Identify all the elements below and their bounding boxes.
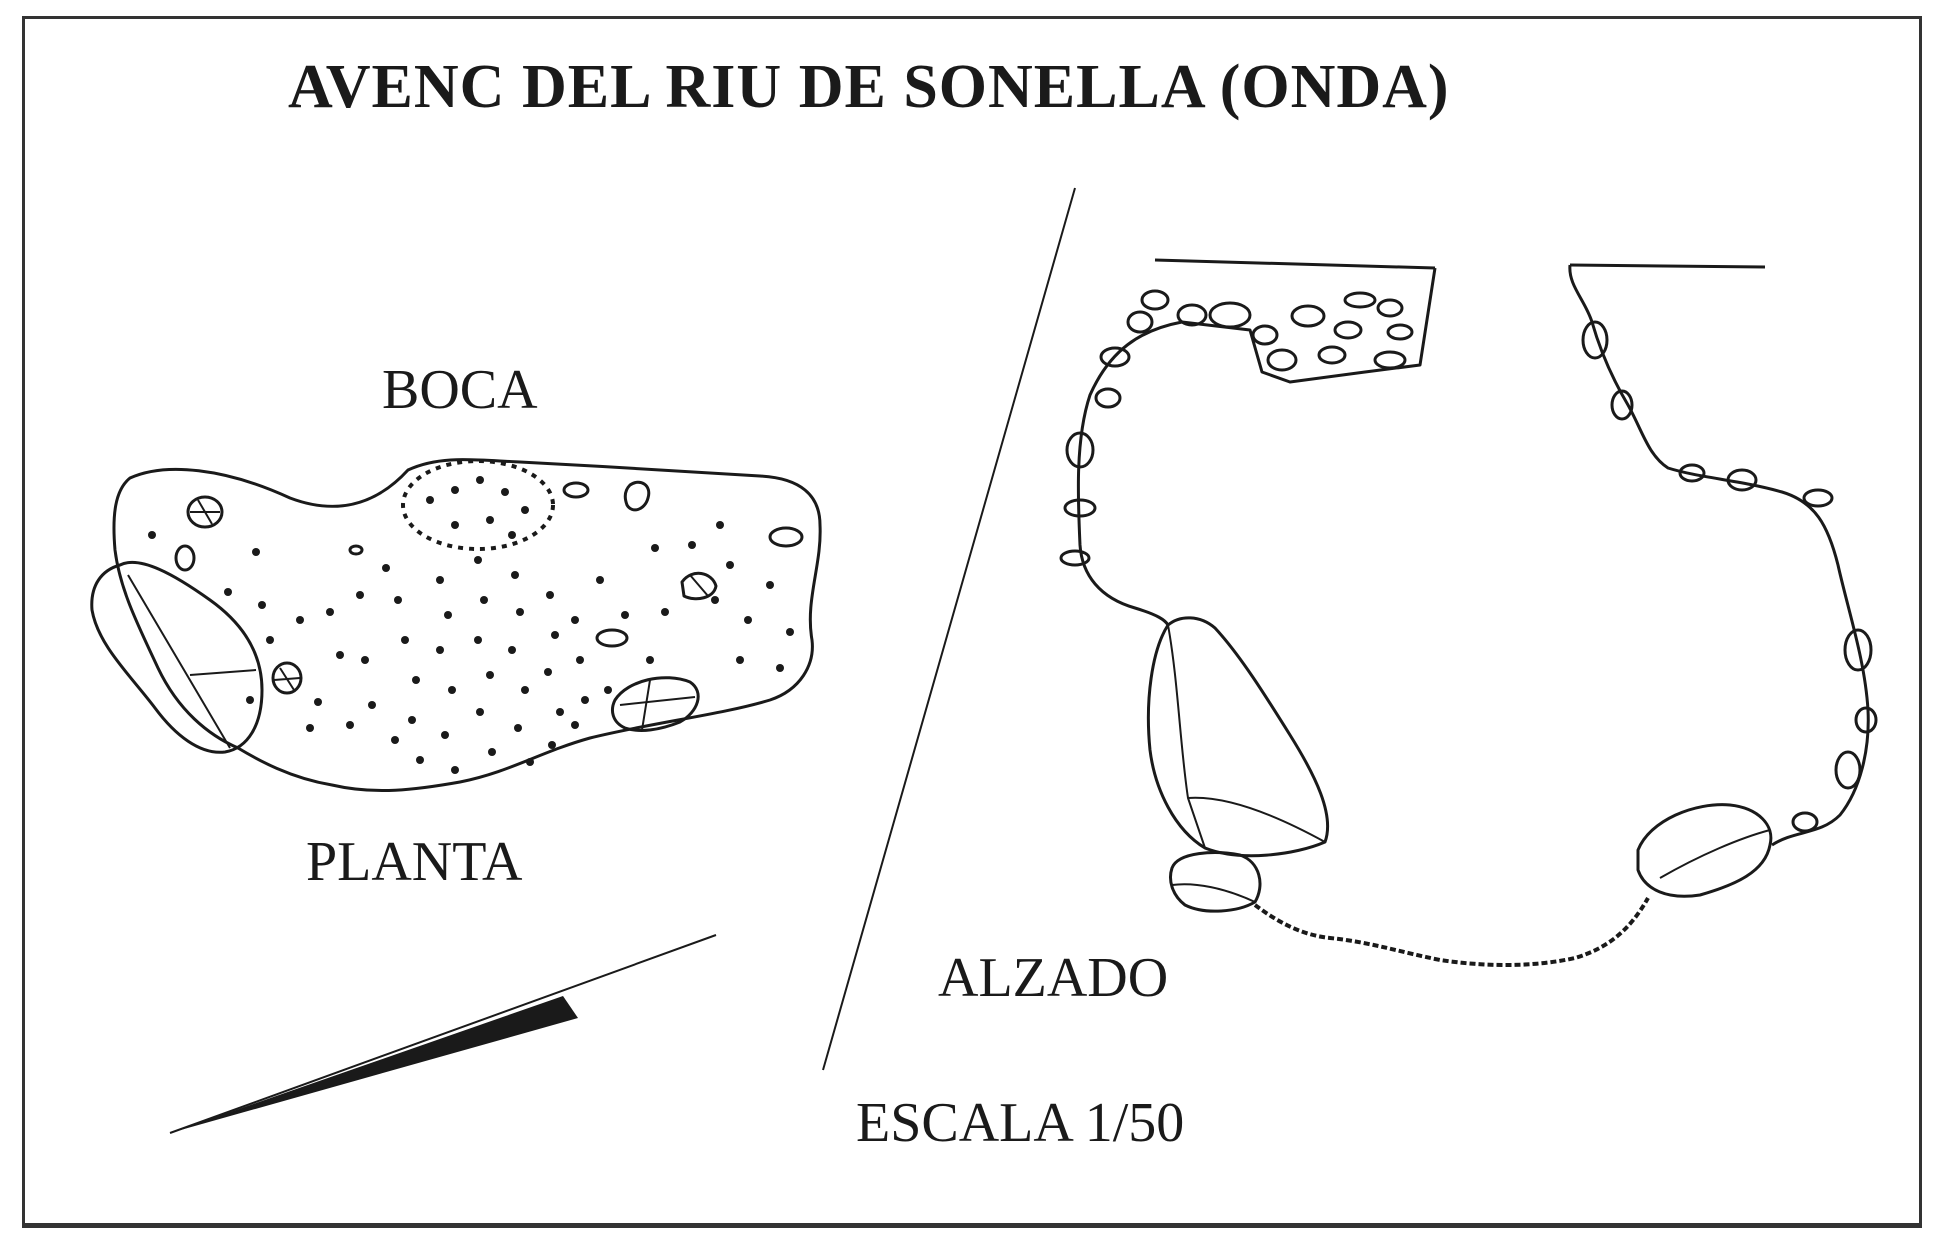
plan-view [90,458,822,793]
plan-floor-stippling [148,476,794,774]
elevation-boulder-large [1146,616,1330,858]
planta-label: PLANTA [306,831,523,893]
elevation-boulder-small [1169,851,1262,913]
north-arrow-icon [169,934,717,1134]
mouth-rock-block [1181,267,1437,384]
elevation-boulder-right [1636,803,1773,898]
cave-floor [1253,897,1650,967]
plan-boulder-right [611,676,700,732]
view-divider [822,187,1076,1071]
cave-wall-left [1076,320,1183,626]
boca-label: BOCA [382,359,538,421]
plan-outline [112,458,822,793]
boca-opening [401,459,555,551]
alzado-label: ALZADO [938,947,1169,1009]
drawing-frame [22,16,1922,1228]
cave-wall-right [1568,264,1870,847]
ground-surface-right [1569,263,1766,269]
scale-label: ESCALA 1/50 [856,1092,1185,1154]
elevation-view [1059,258,1878,967]
drawing-title: AVENC DEL RIU DE SONELLA (ONDA) [288,53,1450,121]
plan-boulder-left [90,560,264,754]
ground-surface-left [1154,258,1436,270]
